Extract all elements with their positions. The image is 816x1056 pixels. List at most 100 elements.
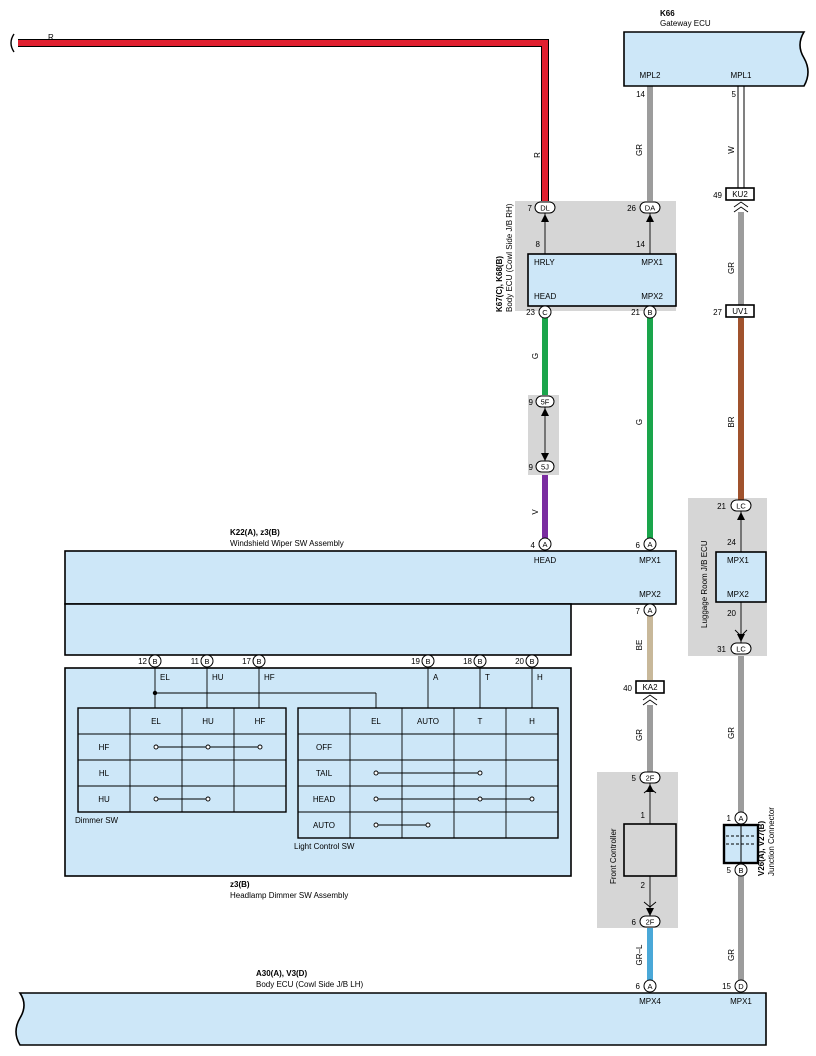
- wiper-conn-a-mpx2: [643, 603, 657, 617]
- body-lh-terminal-mpx1: MPX1: [730, 997, 752, 1006]
- body-rh-conn-da-label: DA: [645, 204, 655, 213]
- luggage-pin-31: 31: [717, 645, 726, 654]
- wiper-pin-4: 4: [531, 541, 536, 550]
- lightctl-col-auto: AUTO: [417, 717, 439, 726]
- junction-conn-a-label: A: [738, 814, 743, 823]
- dimmer-col-hf: HF: [255, 717, 266, 726]
- body-rh-terminal-mpx2: MPX2: [641, 292, 663, 301]
- wiper-conn-a-head-label: A: [542, 540, 547, 549]
- junction-5j-arrow-icon: [541, 453, 549, 461]
- body-lh-id: A30(A), V3(D): [256, 969, 307, 978]
- junction-conn-b: [734, 863, 748, 877]
- lightctl-row-auto: AUTO: [313, 821, 335, 830]
- luggage-pin-24: 24: [727, 538, 736, 547]
- headlamp-terminal-h: H: [537, 673, 543, 682]
- body-rh-pin-21: 21: [631, 308, 640, 317]
- body-rh-pin-26: 26: [627, 204, 636, 213]
- wiper-pin-7: 7: [636, 607, 641, 616]
- body-rh-conn-c-label: C: [542, 308, 548, 317]
- headlamp-terminal-t: T: [485, 673, 490, 682]
- ka2-pin: 40: [623, 684, 632, 693]
- headlamp-name: Headlamp Dimmer SW Assembly: [230, 891, 348, 900]
- lightctl-col-h: H: [529, 717, 535, 726]
- wire-label-r-vertical: R: [533, 152, 542, 158]
- front-conn-2f-bottom-label: 2F: [646, 918, 655, 927]
- wire-label-v: V: [531, 509, 540, 515]
- headlamp-pin-11: 11: [191, 657, 200, 666]
- wire-label-gr-luggage-lower: GR: [727, 727, 736, 739]
- wiper-conn-a-head: [538, 537, 552, 551]
- wire-label-r: R: [48, 33, 54, 42]
- front-controller-box: [623, 823, 677, 877]
- gateway-pin-14: 14: [636, 90, 645, 99]
- junction-5j-name: 5J: [541, 463, 549, 472]
- headlamp-pin-18: 18: [463, 657, 472, 666]
- headlamp-conn-b-18-label: B: [477, 657, 482, 666]
- headlamp-conn-b-17-label: B: [256, 657, 261, 666]
- luggage-terminal-mpx1: MPX1: [727, 556, 749, 565]
- front-controller-name: Front Controller: [609, 828, 618, 884]
- lightctl-row-tail: TAIL: [316, 769, 333, 778]
- wire-label-w-gateway: W: [727, 146, 736, 154]
- luggage-conn-lc-top-label: LC: [736, 502, 746, 511]
- junction-pin-1: 1: [727, 814, 732, 823]
- dimmer-col-el: EL: [151, 717, 161, 726]
- headlamp-conn-b-11-label: B: [204, 657, 209, 666]
- luggage-arrow-icon-bottom: [737, 634, 745, 642]
- front-pin-2: 2: [641, 881, 646, 890]
- headlamp-terminal-a: A: [433, 673, 439, 682]
- headlamp-id: z3(B): [230, 880, 250, 889]
- lightctl-col-el: EL: [371, 717, 381, 726]
- headlamp-terminal-hf: HF: [264, 673, 275, 682]
- dimmer-col-hu: HU: [202, 717, 214, 726]
- headlamp-pin-19: 19: [411, 657, 420, 666]
- front-pin-5: 5: [632, 774, 637, 783]
- front-conn-2f-bottom: [639, 915, 661, 928]
- gateway-terminal-mpl2: MPL2: [640, 71, 661, 80]
- front-arrow-icon-bottom: [646, 908, 654, 916]
- front-pin-6: 6: [632, 918, 637, 927]
- lightctl-col-t: T: [478, 717, 483, 726]
- body-lh-conn-a: [643, 979, 657, 993]
- body-rh-pin-14: 14: [636, 240, 645, 249]
- gateway-pin-5: 5: [732, 90, 737, 99]
- uv1-connector: [725, 304, 755, 318]
- wiper-conn-a-mpx1-label: A: [647, 540, 652, 549]
- front-chevron-icon-top: [643, 787, 657, 794]
- headlamp-terminal-el: EL: [160, 673, 170, 682]
- junction-5f-name: 5F: [541, 398, 550, 407]
- junction-5f-arrow-icon: [541, 408, 549, 416]
- body-lh-pin-15: 15: [722, 982, 731, 991]
- dimmer-sw-table: EL HU HF HF HL HU: [77, 707, 287, 813]
- junction-id: V26(A), V27(B): [757, 821, 766, 876]
- wire-label-g-head: G: [531, 353, 540, 359]
- ku2-name: KU2: [732, 190, 748, 199]
- wire-label-gr-luggage: GR: [727, 262, 736, 274]
- luggage-conn-lc-bottom: [730, 642, 752, 655]
- body-rh-pin-7: 7: [528, 204, 533, 213]
- junction-5j-pin: 9: [529, 463, 534, 472]
- wire-label-be: BE: [635, 640, 644, 651]
- wire-break-mark: [10, 33, 15, 53]
- wiper-name: Windshield Wiper SW Assembly: [230, 539, 344, 548]
- ka2-chevron-icon: [642, 694, 658, 706]
- luggage-pin-20: 20: [727, 609, 736, 618]
- uv1-name: UV1: [732, 307, 748, 316]
- headlamp-conn-b-12-label: B: [152, 657, 157, 666]
- body-rh-conn-b-label: B: [647, 308, 652, 317]
- front-conn-2f-top-label: 2F: [646, 774, 655, 783]
- uv1-pin: 27: [713, 308, 722, 317]
- wire-label-br: BR: [727, 416, 736, 427]
- ka2-connector: [635, 680, 665, 694]
- front-chevron-icon-bottom: [643, 901, 657, 908]
- wiper-conn-a-mpx2-label: A: [647, 606, 652, 615]
- body-lh-ecu-box: [15, 992, 767, 1046]
- junction-5j-connector: [535, 460, 555, 473]
- wiper-terminal-mpx1: MPX1: [639, 556, 661, 565]
- dimmer-row-hu: HU: [98, 795, 110, 804]
- wiper-pin-6: 6: [636, 541, 641, 550]
- luggage-ecu-box: [715, 551, 767, 603]
- wiper-conn-a-mpx1: [643, 537, 657, 551]
- dimmer-sw-title: Dimmer SW: [75, 816, 119, 825]
